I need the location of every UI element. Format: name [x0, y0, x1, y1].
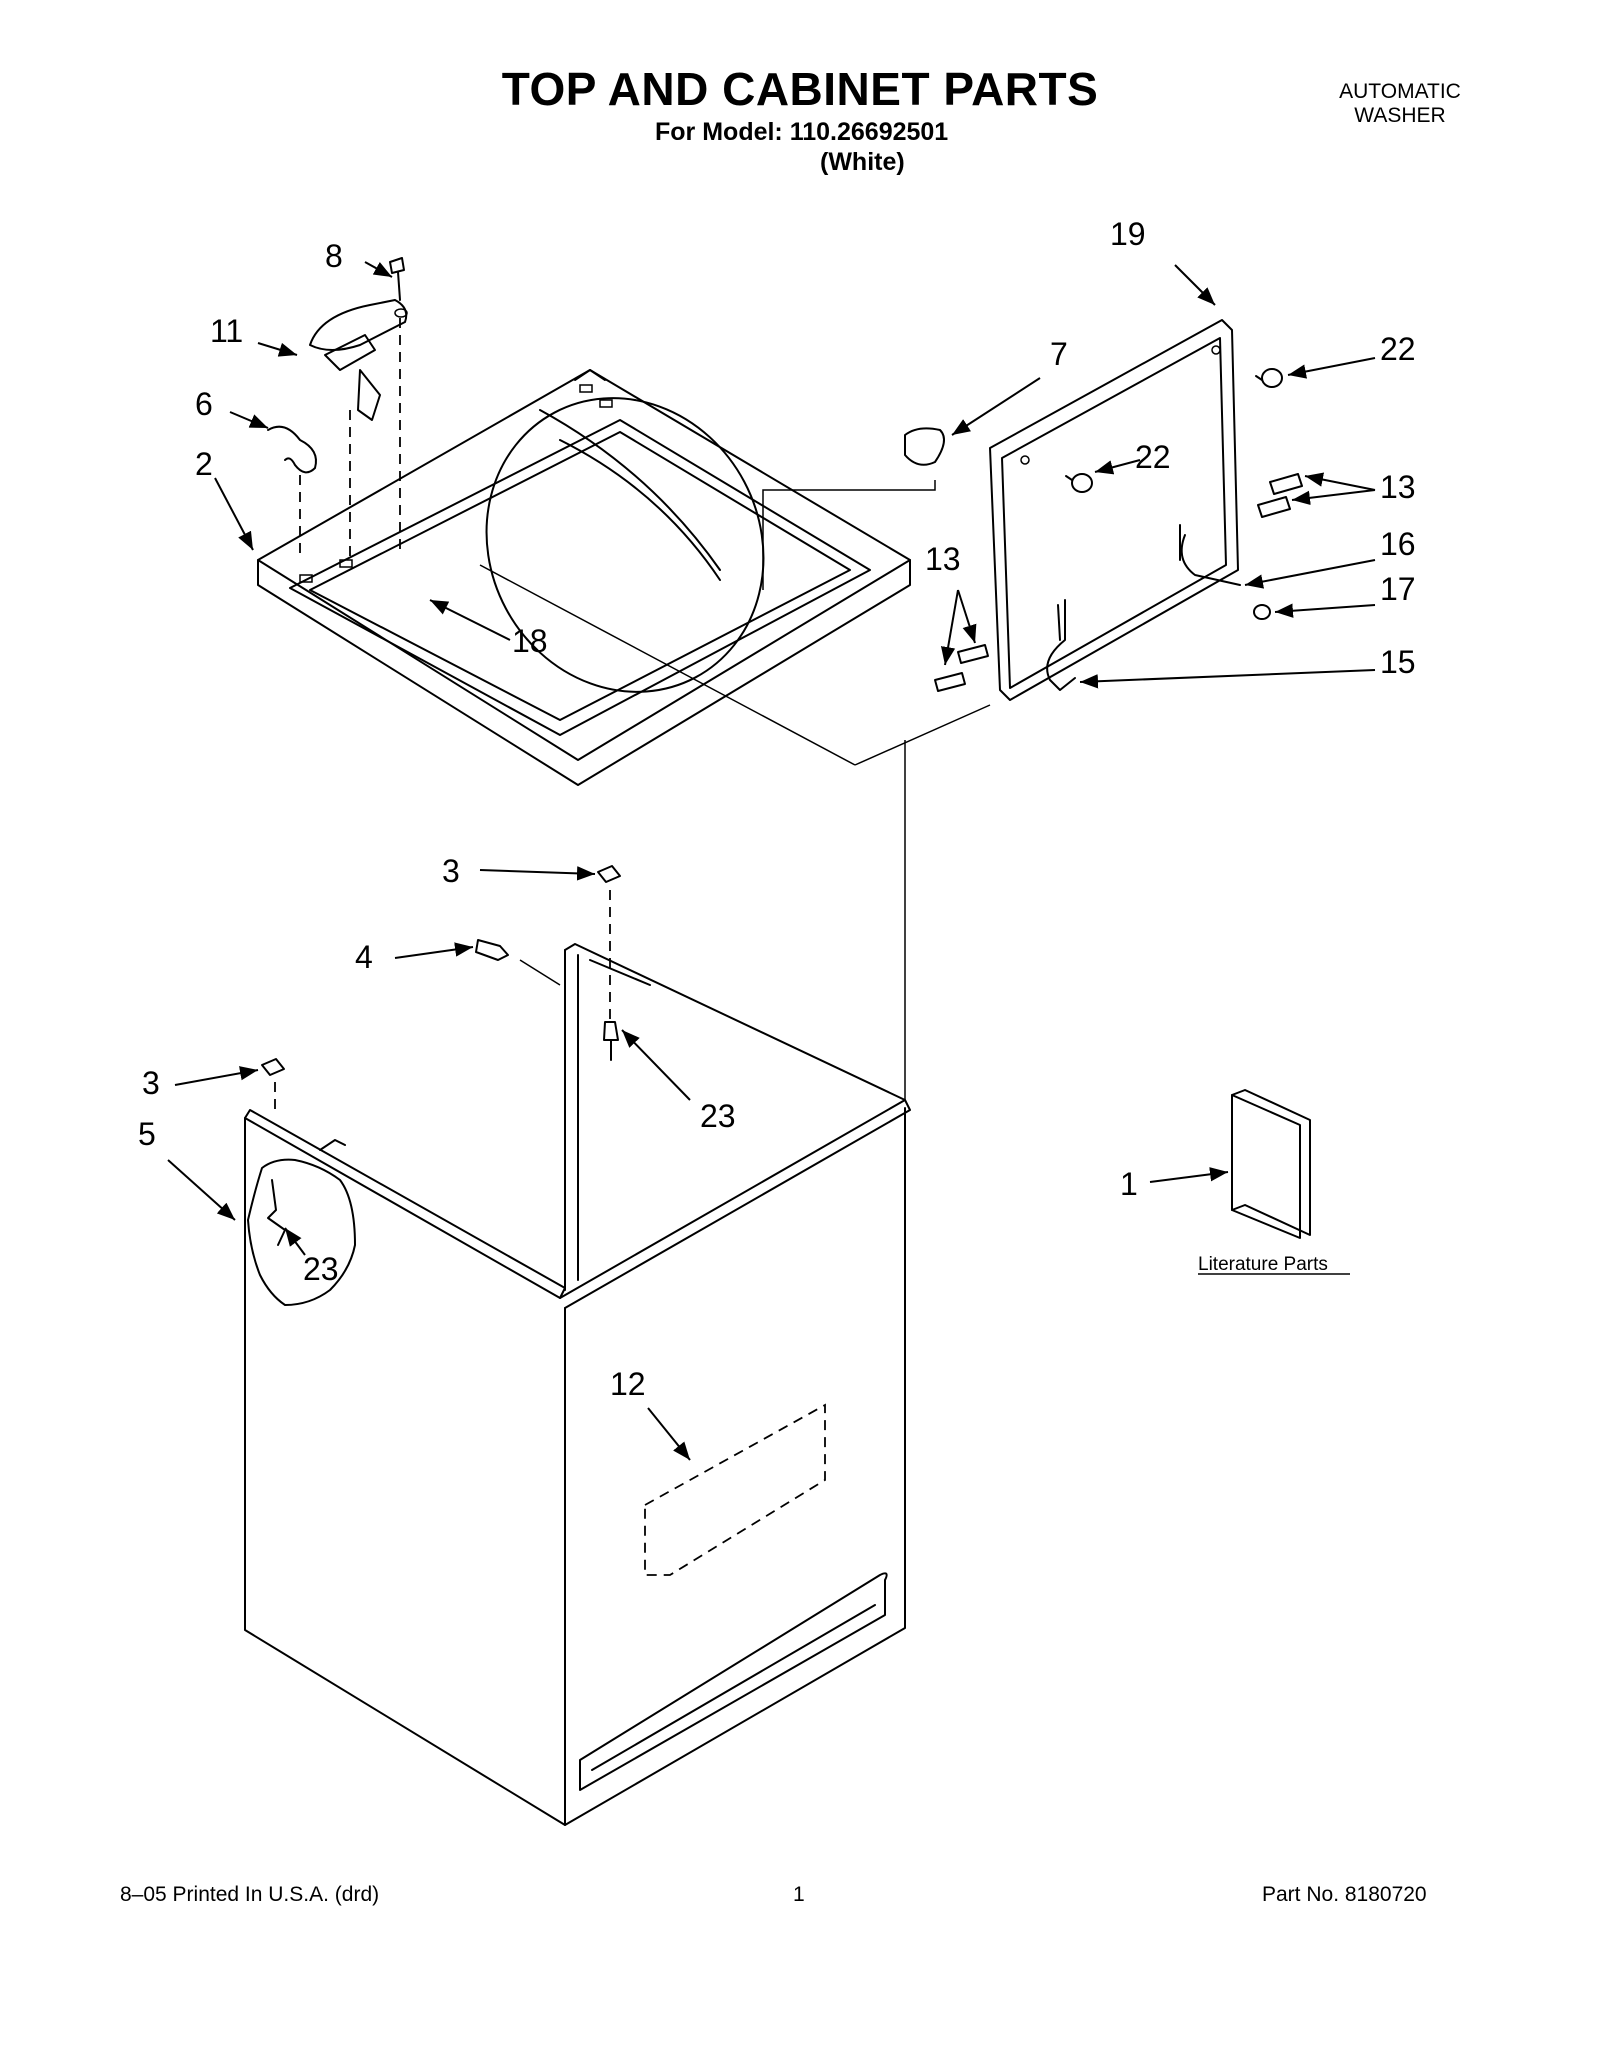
callout-22-lid: 22	[1135, 439, 1171, 475]
callout-23-upper: 23	[700, 1098, 736, 1134]
lid	[989, 319, 1239, 701]
hinge-screws-left	[934, 644, 989, 692]
model-color: (White)	[820, 148, 905, 176]
screw-23	[603, 1021, 619, 1061]
callout-4: 4	[355, 939, 373, 975]
callout-17: 17	[1380, 571, 1416, 607]
model-number: For Model: 110.26692501	[655, 118, 949, 146]
callout-13-left: 13	[925, 541, 961, 577]
bumper-22-top	[1255, 368, 1283, 388]
callout-11: 11	[210, 313, 243, 349]
callout-12: 12	[610, 1366, 646, 1402]
literature-parts	[1231, 1089, 1311, 1239]
screw-4	[475, 939, 509, 961]
callout-23-cutaway: 23	[303, 1251, 339, 1287]
callout-3-lower: 3	[142, 1065, 160, 1101]
callout-22-top: 22	[1380, 331, 1416, 367]
callout-13-right: 13	[1380, 469, 1416, 505]
bleach-cup	[904, 427, 945, 466]
clip-3-lower	[261, 1058, 285, 1076]
clip-3-upper	[597, 865, 621, 883]
wiring-diagram-location	[644, 1403, 826, 1576]
callout-6: 6	[195, 386, 213, 422]
part-number: Part No. 8180720	[1262, 1883, 1427, 1906]
print-info: 8–05 Printed In U.S.A. (drd)	[120, 1883, 380, 1906]
callout-15: 15	[1380, 644, 1416, 680]
callout-5: 5	[138, 1116, 156, 1152]
literature-parts-label: Literature Parts	[1198, 1254, 1328, 1275]
wire-clip	[267, 425, 317, 474]
hinge-screws-right	[1257, 473, 1303, 518]
cabinet	[244, 943, 911, 1826]
callout-16: 16	[1380, 526, 1416, 562]
cutaway-view	[247, 1158, 356, 1306]
appliance-line-2: WASHER	[1354, 104, 1446, 127]
callout-8: 8	[325, 238, 343, 274]
bumper-22-lid	[1065, 473, 1093, 493]
nut-17	[1253, 604, 1271, 620]
washer-top	[257, 369, 911, 786]
callout-3-upper: 3	[442, 853, 460, 889]
page-title: TOP AND CABINET PARTS	[501, 63, 1099, 115]
page-number: 1	[793, 1883, 805, 1906]
callout-7: 7	[1050, 336, 1068, 372]
callout-2: 2	[195, 446, 213, 482]
callout-18: 18	[512, 623, 548, 659]
callout-1: 1	[1120, 1166, 1138, 1202]
lid-switch	[309, 299, 408, 421]
appliance-type: AUTOMATIC WASHER	[1300, 80, 1500, 128]
callout-19: 19	[1110, 216, 1146, 252]
appliance-line-1: AUTOMATIC	[1339, 80, 1461, 103]
